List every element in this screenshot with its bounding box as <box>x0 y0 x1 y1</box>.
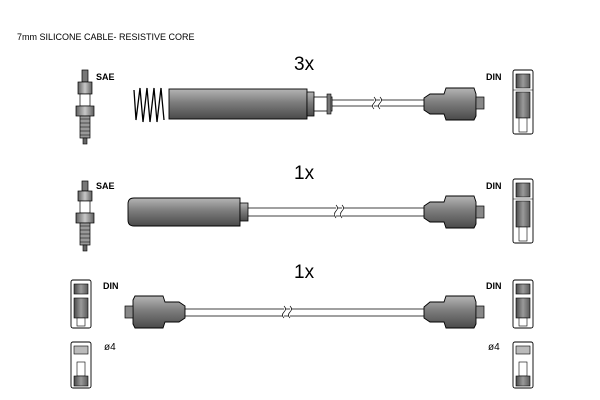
row3-cable <box>185 305 424 319</box>
row1-left-connector-label: SAE <box>96 72 115 82</box>
row2-right-boot-icon <box>423 195 485 229</box>
row2-din-cap-icon <box>512 178 534 244</box>
row2-cable <box>248 204 424 219</box>
diagram-header: 7mm SILICONE CABLE- RESISTIVE CORE <box>17 32 195 42</box>
row1-right-connector-label: DIN <box>486 72 502 82</box>
row2-spark-plug-icon <box>75 180 95 252</box>
row1-spark-plug-icon <box>75 69 95 145</box>
row1-din-cap-icon <box>512 69 534 135</box>
right-4mm-cap-icon <box>512 341 534 389</box>
row3-right-connector-label: DIN <box>486 281 502 291</box>
row3-left-boot-icon <box>124 295 186 329</box>
row1-quantity: 3x <box>294 54 315 75</box>
row3-left-connector-label: DIN <box>103 281 119 291</box>
row2-quantity: 1x <box>294 163 315 184</box>
left-4mm-cap-icon <box>70 341 92 389</box>
row2-left-boot-icon <box>127 197 249 227</box>
row3-left-din-cap-icon <box>70 279 92 329</box>
row3-right-din-cap-icon <box>512 279 534 329</box>
row1-left-boot-icon <box>168 88 333 120</box>
row1-spring-icon <box>133 87 165 123</box>
row1-cable <box>332 96 424 110</box>
right-diameter-label: ø4 <box>488 342 500 353</box>
row3-quantity: 1x <box>294 262 315 283</box>
row2-left-connector-label: SAE <box>96 181 115 191</box>
row2-right-connector-label: DIN <box>486 181 502 191</box>
left-diameter-label: ø4 <box>104 342 116 353</box>
row1-right-boot-icon <box>423 87 485 121</box>
row3-right-boot-icon <box>423 295 485 329</box>
